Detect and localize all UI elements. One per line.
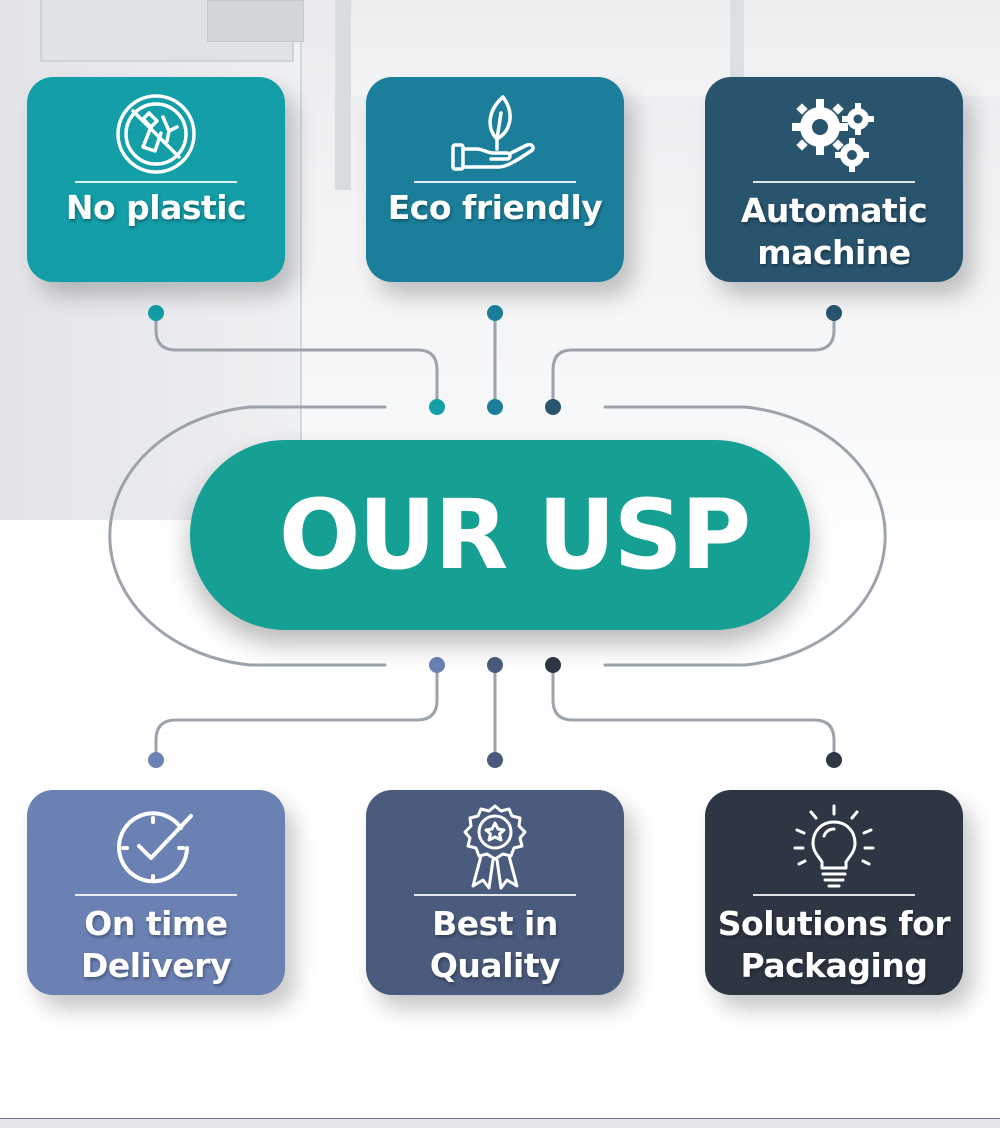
dot-bottom-center-3 [545,657,561,673]
gears-icon [792,99,874,172]
bottom-rule [0,1118,1000,1128]
lightbulb-icon [793,804,875,888]
dot-top-center-1 [429,399,445,415]
connector-delivery [154,663,439,762]
machine-panel [40,0,304,62]
card-divider [753,894,915,896]
card-label: Solutions for Packaging [717,904,951,985]
card-eco-friendly: Eco friendly [366,77,624,282]
card-label: Best in Quality [429,904,561,985]
connector-auto [551,311,836,409]
card-label: Eco friendly [387,188,603,227]
connector-no-plastic [154,311,439,409]
award-ribbon-icon [463,804,527,890]
connector-solutions [551,663,836,762]
card-no-plastic: No plastic [27,77,285,282]
card-on-time-delivery: On time Delivery [27,790,285,995]
usp-title: OUR USP [278,479,751,591]
card-label: No plastic [65,188,247,227]
card-divider [75,894,237,896]
card-label: On time Delivery [80,904,232,985]
dot-top-card-2 [487,305,503,321]
card-best-in-quality: Best in Quality [366,790,624,995]
card-automatic-machine: Automatic machine [705,77,963,282]
dot-bottom-card-1 [148,752,164,768]
machine-post [335,0,351,190]
dot-bottom-card-3 [826,752,842,768]
bracket-right [603,405,887,667]
dot-top-card-3 [826,305,842,321]
usp-center-pill: OUR USP [190,440,810,630]
card-divider [414,894,576,896]
card-divider [75,181,237,183]
card-divider [753,181,915,183]
clock-check-icon [117,811,193,884]
dot-bottom-center-1 [429,657,445,673]
dot-top-center-2 [487,399,503,415]
card-divider [414,181,576,183]
dot-bottom-card-2 [487,752,503,768]
card-label: Automatic machine [740,191,928,272]
bracket-left [108,405,387,667]
dot-top-card-1 [148,305,164,321]
eco-hand-leaf-icon [451,95,535,171]
dot-top-center-3 [545,399,561,415]
dot-bottom-center-2 [487,657,503,673]
card-solutions-for-packaging: Solutions for Packaging [705,790,963,995]
machine-screen [207,0,304,42]
no-plastic-icon [116,94,196,174]
